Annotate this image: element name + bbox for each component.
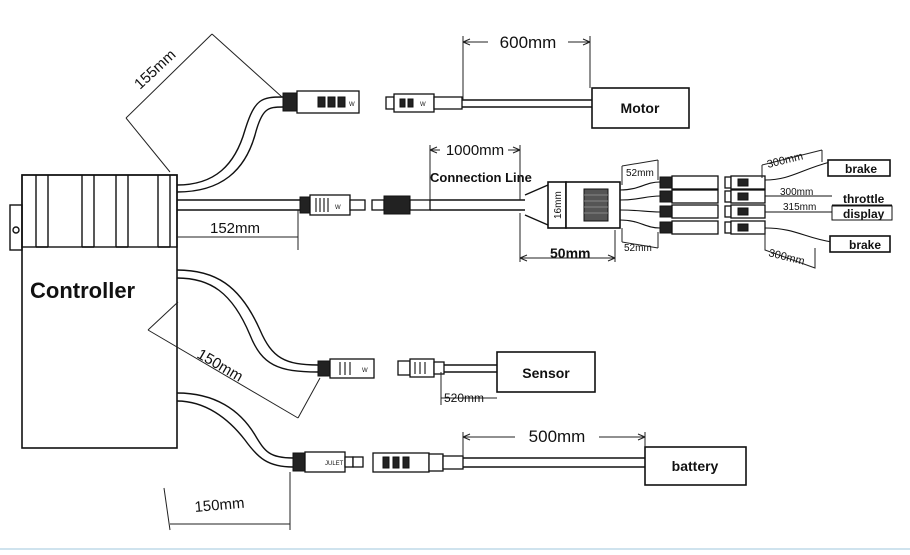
brake-bottom-label: brake bbox=[849, 238, 881, 252]
bottom-border bbox=[0, 548, 910, 550]
dim-sensor-cable: 520mm bbox=[444, 391, 484, 405]
connection-cable: 152mm W 1000mm Connection Line bbox=[177, 140, 532, 250]
sensor-connector-pins bbox=[397, 360, 411, 376]
svg-text:W: W bbox=[335, 205, 341, 211]
branch-connector-3 bbox=[659, 204, 766, 219]
dim-split-branch-top: 52mm bbox=[626, 168, 654, 179]
motor-cable: W W Motor 600mm bbox=[176, 30, 690, 193]
dim-sensor-controller: 150mm bbox=[194, 346, 246, 386]
throttle-label: throttle bbox=[843, 192, 885, 206]
sensor-cable: W Sensor 520mm 150mm bbox=[147, 269, 596, 419]
dim-brake-top: 300mm bbox=[766, 150, 805, 171]
battery-cable: JULET battery 500mm 150mm bbox=[163, 392, 747, 531]
motor-label: Motor bbox=[621, 100, 660, 116]
battery-connector-ridge bbox=[292, 452, 306, 472]
sensor-label: Sensor bbox=[522, 365, 570, 381]
controller-heatsink bbox=[21, 174, 178, 248]
controller-mount-tab bbox=[9, 204, 23, 251]
dim-throttle: 300mm bbox=[780, 187, 813, 198]
dim-controller-mid-cable: 152mm bbox=[210, 220, 260, 237]
branch-connectors bbox=[659, 175, 766, 235]
sensor-connector-female bbox=[329, 358, 375, 379]
dim-hub-width: 16mm bbox=[553, 191, 564, 219]
dim-motor-cable: 600mm bbox=[500, 33, 557, 52]
svg-text:W: W bbox=[349, 102, 355, 108]
controller-label: Controller bbox=[30, 278, 136, 303]
dim-brake-bottom: 300mm bbox=[767, 247, 806, 268]
brake-bottom-box bbox=[829, 235, 891, 253]
dim-battery-controller: 150mm bbox=[194, 495, 245, 516]
brake-top-label: brake bbox=[845, 162, 877, 176]
battery-label: battery bbox=[672, 458, 719, 474]
dim-connection-line: 1000mm bbox=[446, 142, 504, 159]
brake-top-box bbox=[827, 159, 891, 177]
connection-line-label: Connection Line bbox=[430, 170, 532, 185]
sensor-connector-male bbox=[409, 358, 435, 378]
dim-controller-top-cable: 155mm bbox=[131, 46, 179, 93]
svg-text:W: W bbox=[362, 368, 368, 374]
svg-text:JULET: JULET bbox=[325, 461, 344, 467]
dim-hub-length: 50mm bbox=[550, 245, 590, 261]
mid-connector-male bbox=[383, 195, 411, 215]
branch-connector-4 bbox=[659, 220, 766, 235]
controller-body bbox=[21, 174, 178, 449]
dim-display: 315mm bbox=[783, 202, 816, 213]
peripheral-leads: 300mm brake 300mm throttle 315mm display… bbox=[761, 149, 893, 269]
dim-battery-cable: 500mm bbox=[529, 427, 586, 446]
svg-text:W: W bbox=[420, 102, 426, 108]
controller-unit: Controller bbox=[9, 174, 178, 449]
sensor-box bbox=[496, 351, 596, 393]
mount-hole-icon bbox=[12, 226, 20, 234]
motor-connector-pins bbox=[385, 96, 395, 110]
dim-split-branch-bottom: 52mm bbox=[624, 243, 652, 254]
battery-box bbox=[644, 446, 747, 486]
motor-connector-ridge bbox=[282, 92, 298, 112]
display-label: display bbox=[843, 207, 885, 221]
battery-connector-male bbox=[372, 452, 430, 473]
motor-box bbox=[591, 87, 690, 129]
branch-connector-2 bbox=[659, 189, 766, 204]
sensor-connector-ridge bbox=[317, 360, 331, 377]
branch-connector-1 bbox=[659, 175, 766, 190]
splitter-hub: 16mm 50mm 52mm 52mm bbox=[519, 159, 661, 262]
mid-connector-pins bbox=[371, 199, 385, 211]
